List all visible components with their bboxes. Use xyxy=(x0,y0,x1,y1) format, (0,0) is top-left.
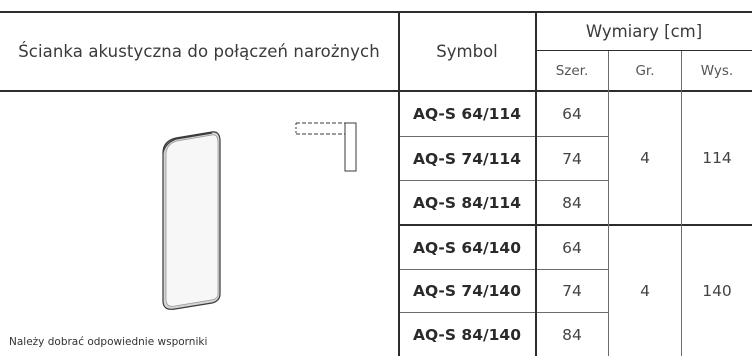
symbol-column-header: Symbol xyxy=(436,41,498,61)
depth-subheader: Gr. xyxy=(635,62,655,79)
width-cell: 64 xyxy=(562,105,582,123)
depth-cell: 4 xyxy=(640,149,650,167)
symbol-cell: AQ-S 64/140 xyxy=(412,238,522,257)
column-divider xyxy=(608,51,609,356)
width-cell: 64 xyxy=(562,238,582,257)
symbol-cell: AQ-S 84/140 xyxy=(412,325,522,344)
row-divider xyxy=(399,312,608,313)
dimensions-header: Wymiary [cm] xyxy=(585,21,703,41)
width-cell: 74 xyxy=(562,149,582,168)
symbol-cell: AQ-S 74/114 xyxy=(412,149,522,168)
subheader-divider xyxy=(536,50,752,51)
row-divider xyxy=(399,136,608,137)
row-divider xyxy=(399,269,608,270)
corner-joint-top-view-icon xyxy=(295,122,357,172)
symbol-cell: AQ-S 64/114 xyxy=(412,105,522,123)
header-bottom-border xyxy=(0,90,752,92)
symbol-cell: AQ-S 74/140 xyxy=(412,282,522,300)
group-divider xyxy=(399,224,752,226)
table-title: Ścianka akustyczna do połączeń narożnych xyxy=(18,41,380,61)
bracket-note: Należy dobrać odpowiednie wsporniki xyxy=(9,336,208,348)
column-divider xyxy=(681,51,682,356)
height-cell: 140 xyxy=(702,282,732,300)
width-cell: 74 xyxy=(562,282,582,300)
top-border xyxy=(0,11,752,13)
acoustic-panel-illustration xyxy=(162,122,357,310)
column-divider xyxy=(398,11,400,356)
row-divider xyxy=(399,180,608,181)
width-subheader: Szer. xyxy=(555,62,589,79)
width-cell: 84 xyxy=(562,193,582,212)
depth-cell: 4 xyxy=(640,282,650,300)
symbol-cell: AQ-S 84/114 xyxy=(412,193,522,212)
column-divider xyxy=(535,11,537,356)
height-cell: 114 xyxy=(702,149,732,167)
height-subheader: Wys. xyxy=(700,62,734,79)
width-cell: 84 xyxy=(562,325,582,344)
